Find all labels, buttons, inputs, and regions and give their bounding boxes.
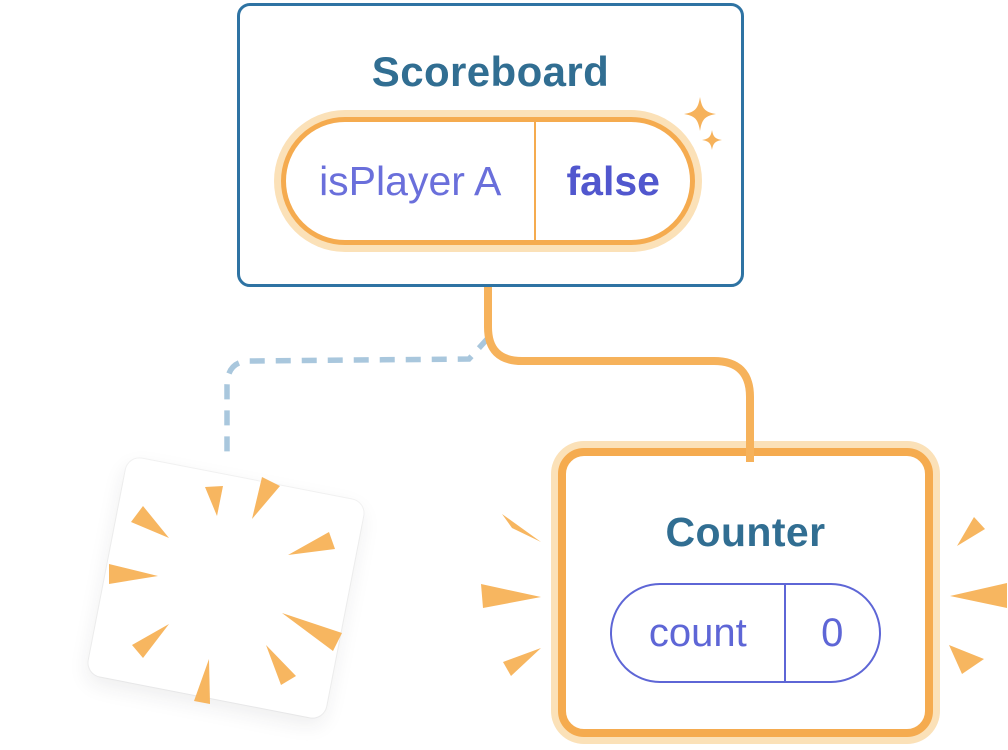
burst-ray	[481, 584, 541, 608]
state-key: count	[612, 585, 786, 681]
removed-component-card	[86, 455, 366, 721]
burst-ray	[502, 514, 541, 542]
state-value: 0	[821, 610, 844, 655]
state-key: isPlayer A	[286, 122, 537, 240]
state-value: false	[566, 157, 660, 204]
burst-ray	[957, 517, 985, 546]
burst-ray	[950, 583, 1007, 608]
counter-state-pill: count 0	[610, 583, 881, 683]
scoreboard-title: Scoreboard	[371, 48, 610, 95]
edge-scoreboard-to-counter	[484, 287, 754, 462]
edge-scoreboard-to-removed	[224, 335, 492, 462]
scoreboard-state-pill: isPlayer A false	[281, 117, 695, 245]
burst-ray	[949, 645, 984, 674]
counter-title: Counter	[665, 509, 826, 555]
burst-ray	[503, 648, 541, 676]
